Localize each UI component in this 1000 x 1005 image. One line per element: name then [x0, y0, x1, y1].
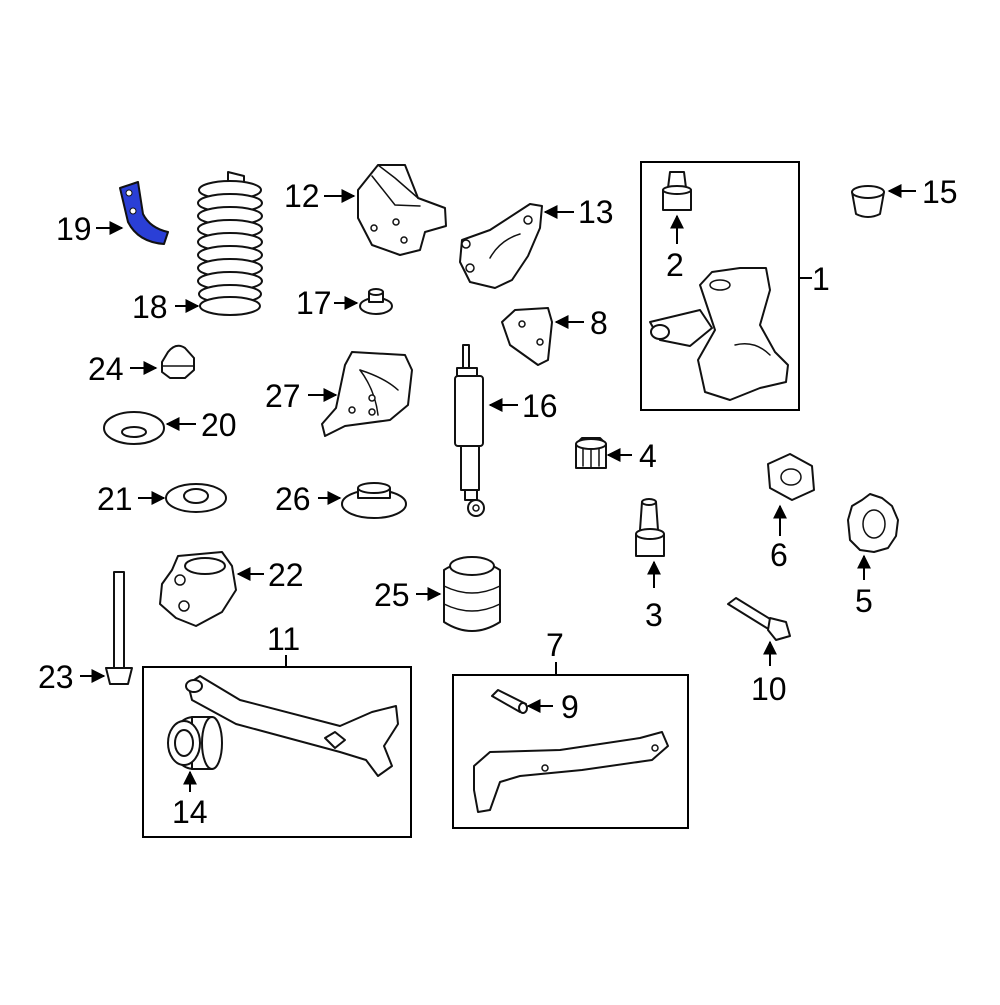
callout-26[interactable]: 26	[275, 481, 311, 517]
part-3-ball-joint[interactable]	[635, 498, 665, 557]
part-15-bushing[interactable]	[851, 185, 885, 218]
callout-5[interactable]: 5	[855, 583, 873, 619]
part-19-spring-bracket[interactable]	[119, 181, 169, 245]
callout-20[interactable]: 20	[201, 407, 237, 443]
part-10-bolt[interactable]	[727, 597, 791, 641]
part-16-shock-absorber[interactable]	[454, 344, 485, 517]
callout-12[interactable]: 12	[284, 178, 320, 214]
callout-27[interactable]: 27	[265, 378, 301, 414]
callout-3[interactable]: 3	[645, 597, 663, 633]
part-9-pin[interactable]	[491, 689, 528, 714]
part-11-radius-arm[interactable]	[185, 675, 399, 777]
callout-19[interactable]: 19	[56, 211, 92, 247]
part-1-steering-knuckle[interactable]	[649, 267, 789, 401]
part-7-radius-arm[interactable]	[473, 731, 669, 813]
callout-11[interactable]: 11	[267, 621, 300, 657]
callout-10[interactable]: 10	[751, 671, 787, 707]
part-5-gear-ring[interactable]	[847, 493, 899, 553]
callout-4[interactable]: 4	[639, 438, 657, 474]
part-2-ball-joint[interactable]	[662, 171, 692, 211]
callout-1[interactable]: 1	[812, 261, 830, 297]
callout-16[interactable]: 16	[522, 388, 558, 424]
callout-7[interactable]: 7	[546, 627, 564, 663]
part-6-nut[interactable]	[767, 453, 815, 501]
callout-23[interactable]: 23	[38, 659, 74, 695]
leader-lines	[80, 184, 916, 792]
group-box-radius-arm-left	[142, 666, 412, 838]
callout-21[interactable]: 21	[97, 481, 133, 517]
part-14-bushing[interactable]	[167, 716, 223, 770]
callout-13[interactable]: 13	[578, 194, 614, 230]
part-18-coil-spring[interactable]	[197, 171, 263, 316]
callout-9[interactable]: 9	[561, 689, 579, 725]
part-21-retainer[interactable]	[165, 483, 227, 513]
callout-8[interactable]: 8	[590, 305, 608, 341]
callout-15[interactable]: 15	[922, 174, 958, 210]
group-box-radius-arm-right	[452, 674, 689, 829]
part-17-bump-stop[interactable]	[359, 288, 393, 315]
callout-6[interactable]: 6	[770, 537, 788, 573]
part-26-upper-mount[interactable]	[341, 482, 407, 519]
part-13-bracket[interactable]	[459, 203, 543, 289]
group-box-knuckle	[640, 161, 800, 411]
part-22-mount-bracket[interactable]	[159, 551, 237, 627]
callout-18[interactable]: 18	[132, 289, 168, 325]
callout-14[interactable]: 14	[172, 794, 208, 830]
callout-2[interactable]: 2	[666, 247, 684, 283]
part-23-bolt[interactable]	[105, 571, 133, 685]
part-27-reinforcement[interactable]	[321, 351, 413, 437]
part-25-bushing[interactable]	[443, 556, 501, 632]
part-20-spring-insulator[interactable]	[103, 411, 165, 445]
callout-25[interactable]: 25	[374, 577, 410, 613]
part-12-spring-seat-bracket[interactable]	[357, 164, 447, 256]
callout-24[interactable]: 24	[88, 351, 124, 387]
part-4-adjuster[interactable]	[575, 437, 607, 469]
callout-labels: 1 2 3 4 5 6 7 8 9 10 11 12 13 14 15 16 1…	[38, 174, 958, 830]
part-24-cap-nut[interactable]	[161, 344, 195, 379]
part-8-plate[interactable]	[501, 307, 553, 366]
callout-17[interactable]: 17	[296, 285, 332, 321]
callout-22[interactable]: 22	[268, 557, 304, 593]
